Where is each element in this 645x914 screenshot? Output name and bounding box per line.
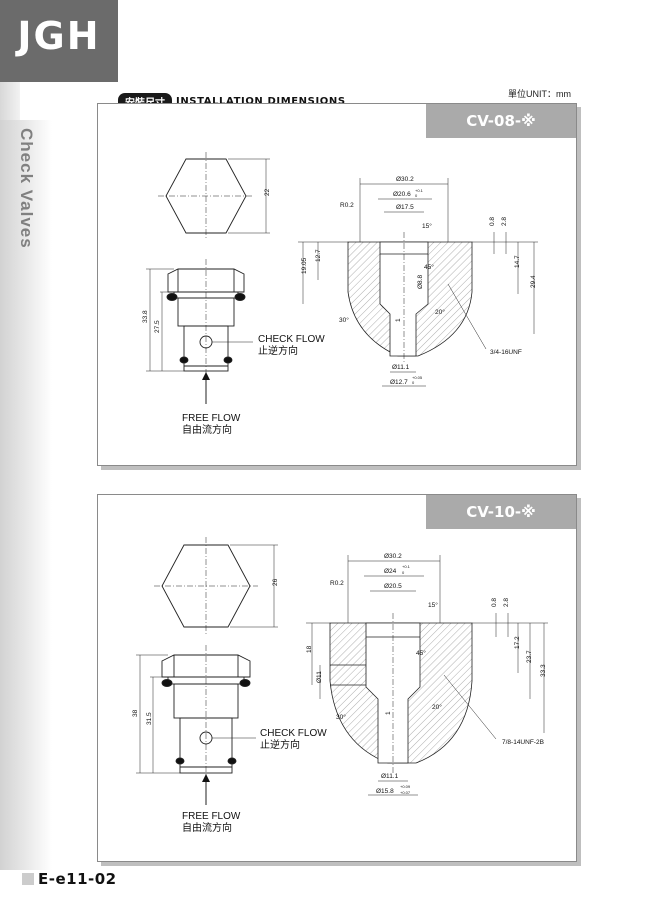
cv08-freeflow-arrowhead <box>202 372 210 380</box>
cv08-v1: 1 <box>395 318 402 322</box>
cv08-tol2-bot: 0 <box>412 380 415 385</box>
cv10-v1: 1 <box>385 711 392 715</box>
cv08-a45: 45° <box>424 263 434 271</box>
cv08-v2-8: 2.8 <box>501 217 508 226</box>
cv10-free-flow: FREE FLOW <box>182 811 241 822</box>
cv10-freeflow-arrowhead <box>202 774 210 782</box>
cv10-v2-8: 2.8 <box>503 598 510 607</box>
cv10-hex-dim: 26 <box>272 578 279 586</box>
cv08-check-flow: CHECK FLOW <box>258 334 325 345</box>
cv08-v12-7: 12.7 <box>315 249 322 262</box>
header-band <box>118 0 645 82</box>
cv08-r0-2: R0.2 <box>340 202 354 209</box>
cv10-a15: 15° <box>428 601 438 609</box>
cv10-d30-2: Ø30.2 <box>384 553 402 560</box>
logo-block: JGH <box>0 0 118 82</box>
cv10-v23-7: 23.7 <box>526 650 533 663</box>
cv10-len-body: 31.5 <box>146 712 153 725</box>
cv08-drawing: 22 33.8 27 <box>142 152 538 436</box>
cv08-tol2-top: +0.05 <box>412 375 423 380</box>
cv10-tol-bot: 0 <box>402 570 405 575</box>
heading-title: INSTALLATION DIMENSIONS <box>176 95 346 107</box>
cv08-check-flow-cn: 止逆方向 <box>258 344 298 357</box>
cv08-d11-1: Ø11.1 <box>392 364 410 371</box>
cv08-a15: 15° <box>422 222 432 230</box>
cv08-len-total: 33.8 <box>142 310 149 323</box>
cv10-cavity-section <box>306 555 548 796</box>
cv10-v17-2: 17.2 <box>514 636 521 649</box>
footer-marker <box>22 873 34 885</box>
cv10-check-flow-cn: 止逆方向 <box>260 738 300 751</box>
cv08-len-body: 27.5 <box>154 320 161 333</box>
cv10-d20-5: Ø20.5 <box>384 583 402 590</box>
cv08-d30-2: Ø30.2 <box>396 176 414 183</box>
cv08-a30: 30° <box>339 316 349 324</box>
cv10-a30: 30° <box>336 713 346 721</box>
cv10-valve-side <box>136 645 256 805</box>
cv08-hex-view <box>158 152 270 240</box>
cv08-a20: 20° <box>435 308 445 316</box>
cv08-v29-4: 29.4 <box>530 275 537 288</box>
unit-label: 單位UNIT：mm <box>508 89 571 99</box>
page-code: E-e11-02 <box>38 870 117 888</box>
category-tab <box>0 120 52 870</box>
cv08-cavity-section <box>298 178 538 387</box>
cv08-free-flow-cn: 自由流方向 <box>182 423 232 436</box>
cv08-thread: 3/4-16UNF <box>490 349 522 356</box>
cv10-v0-8: 0.8 <box>491 598 498 607</box>
cv10-d11: Ø11 <box>316 671 323 683</box>
cv08-d12-7: Ø12.7 <box>390 379 408 386</box>
brand-logo: JGH <box>17 14 101 58</box>
cv08-v0-8: 0.8 <box>489 217 496 226</box>
cv10-v18: 18 <box>306 645 313 653</box>
cv08-d20-6: Ø20.6 <box>393 191 411 198</box>
cv10-a45: 45° <box>416 649 426 657</box>
model-tab-cv08: CV-08-※ <box>426 104 576 138</box>
cv08-tol-top: +0.1 <box>415 188 424 193</box>
cv08-d17-5: Ø17.5 <box>396 204 414 211</box>
cv10-r0-2: R0.2 <box>330 580 344 587</box>
cv10-v33-3: 33.3 <box>540 664 547 677</box>
cv10-tol2-top: +0.09 <box>400 784 411 789</box>
cv10-hex-view <box>154 537 278 635</box>
cv10-len-total: 38 <box>132 709 139 717</box>
cv08-v14-7: 14.7 <box>514 255 521 268</box>
cv10-check-flow: CHECK FLOW <box>260 728 327 739</box>
panel-cv08: CV-08-※ 22 <box>97 103 577 466</box>
cv08-v19-05: 19.05 <box>301 257 308 274</box>
model-tab-cv10: CV-10-※ <box>426 495 576 529</box>
cv10-free-flow-cn: 自由流方向 <box>182 821 232 834</box>
cv10-drawing: 26 38 31.5 CHECK FLOW 止 <box>132 537 548 834</box>
cv08-d8-8: Ø8.8 <box>417 275 424 289</box>
cv08-valve-side <box>146 259 253 404</box>
category-label: Check Valves <box>17 128 36 249</box>
cv08-tol-bot: 0 <box>415 193 418 198</box>
cv10-d24: Ø24 <box>384 568 397 575</box>
cv10-d15-8: Ø15.8 <box>376 788 394 795</box>
cv10-thread: 7/8-14UNF-2B <box>502 739 544 746</box>
cv08-hex-dim: 22 <box>264 188 271 196</box>
panel-cv10: CV-10-※ 26 <box>97 494 577 862</box>
cv10-a20: 20° <box>432 703 442 711</box>
cv10-d11-1: Ø11.1 <box>381 773 399 780</box>
cv10-tol2-bot: +0.07 <box>400 790 411 795</box>
cv10-tol-top: +0.1 <box>402 564 411 569</box>
cv08-free-flow: FREE FLOW <box>182 413 241 424</box>
